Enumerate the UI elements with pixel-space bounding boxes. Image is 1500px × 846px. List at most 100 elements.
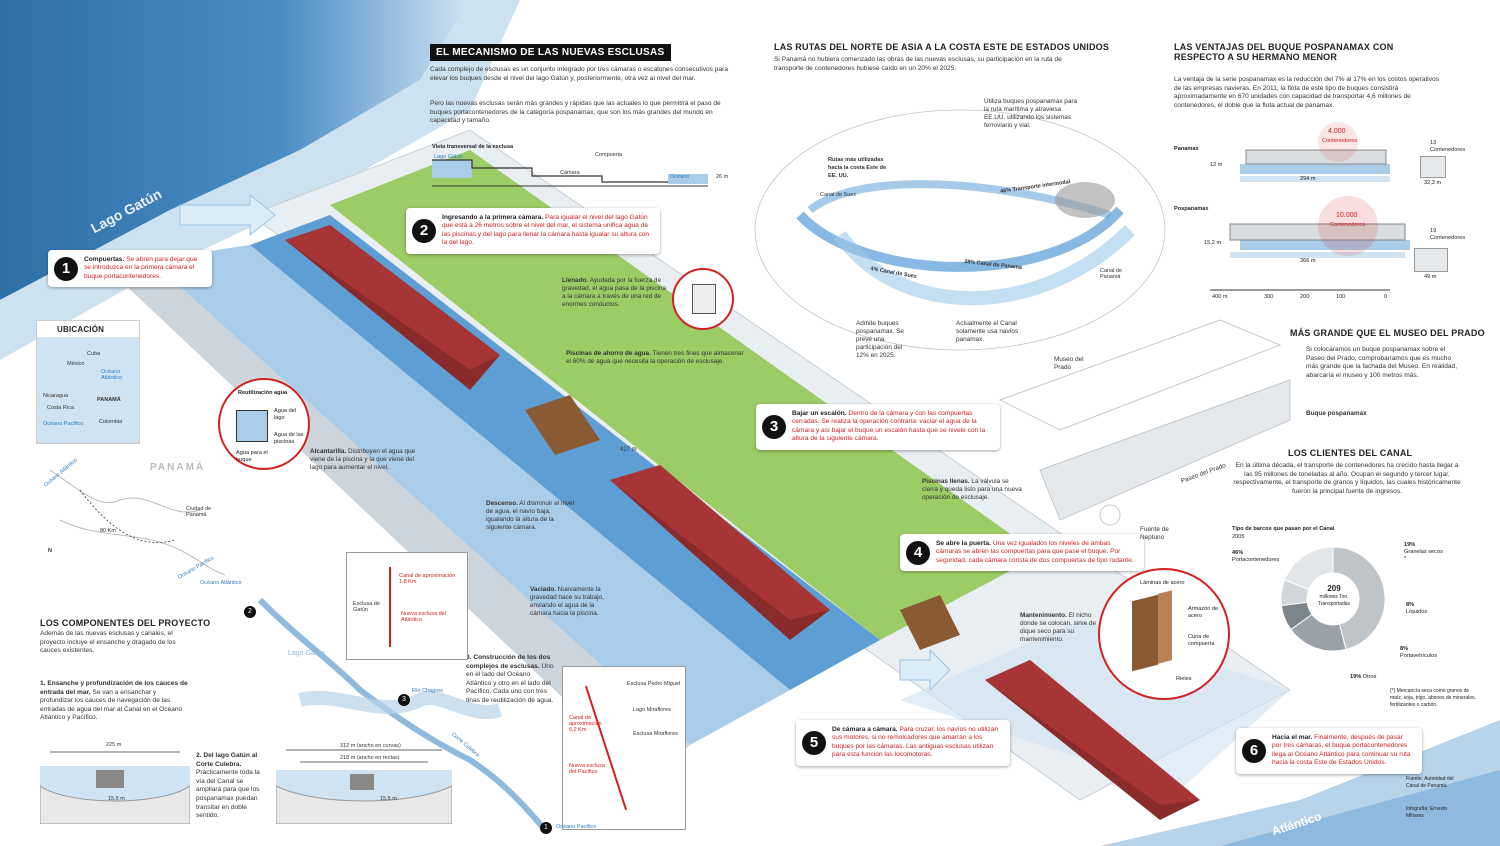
component-1: 1. Ensanche y profundización de los cauc…	[40, 680, 190, 723]
map-lago-label: Lago Gatún	[288, 650, 325, 657]
inset2-c: Esclusa Miraflores	[633, 731, 678, 737]
piscinas-llenas-text: La válvula se cierra y queda listo para …	[922, 478, 1022, 501]
component-2: 2. Del lago Gatún al Corte Culebra. Prác…	[196, 752, 270, 821]
recirc-c: Agua para el buque	[236, 450, 268, 463]
usa-shape	[1055, 182, 1115, 218]
cross-section-2	[276, 749, 452, 824]
axis-4: 0	[1384, 294, 1388, 300]
step-3-title: Bajar un escalón.	[792, 410, 847, 417]
pie-label-1: 19% Granelas secos *	[1404, 542, 1444, 563]
step-5-title: De cámara a cámara.	[832, 726, 898, 733]
loc-cuba: Cuba	[87, 351, 101, 357]
loc-costa-rica: Costa Rica	[47, 405, 74, 411]
cont1-label: Contenedores	[1322, 138, 1358, 144]
ship-comparison	[1210, 149, 1410, 291]
llenado-text: Ayudada por la fuerza de gravedad, el ag…	[562, 277, 667, 308]
alcantarilla-title: Alcantarilla.	[310, 448, 347, 455]
entry-arrow	[179, 193, 276, 237]
step-3-text: Dentro de la cámara y con las compuertas…	[792, 410, 986, 443]
draft1-label: 12 m	[1210, 162, 1223, 168]
c3-title: 3. Construcción de los dos complejos de …	[466, 654, 551, 670]
marker-3: 3	[398, 694, 410, 706]
inset1-c: Nueva esclusa del Atlántico	[401, 611, 446, 623]
cross-section-1	[40, 751, 190, 824]
pie-cat-1: Granelas secos *	[1404, 549, 1443, 562]
profile-scale: 26 m	[716, 174, 729, 180]
cont2-value: 10.000	[1336, 212, 1358, 219]
step-2-text: Para igualar el nivel del lago Gatún que…	[442, 214, 650, 247]
step-6-text: Finalmente, después de pasar por tres cá…	[1272, 734, 1411, 767]
piscinas-text: Tienen tres fines que almacenar el 60% d…	[566, 350, 744, 365]
vaciado-label: Vaciado. Nuevamente la gravedad hace su …	[530, 586, 610, 618]
step-1-text: Se abren para dejar que se introduzca en…	[84, 256, 198, 280]
gate-block-2	[900, 595, 960, 650]
pie-value-4: 19%	[1350, 674, 1362, 680]
d2-label: 15,5 m	[380, 796, 397, 802]
location-map: UBICACIÓN Cuba México Océano Atlántico N…	[36, 320, 140, 444]
pie-center-label: millones Ton. Transportadas	[1317, 594, 1351, 607]
step-1-number: 1	[54, 256, 78, 281]
ocean-deep	[1220, 770, 1500, 846]
note-panama: Actualmente el Canal solamente usa navío…	[956, 320, 1019, 343]
pie-value-3: 8%	[1400, 646, 1409, 652]
loc-pacifico: Océano Pacífico	[43, 421, 84, 427]
cont1-value: 4.000	[1328, 128, 1346, 135]
pie-cat-2: Líquidos	[1406, 609, 1428, 615]
c2-title: 2. Del lago Gatún al Corte Culebra.	[196, 752, 258, 768]
component-3: 3. Construcción de los dos complejos de …	[466, 654, 556, 706]
panama-map	[49, 469, 226, 576]
cont-small2: 19 Contenedores	[1430, 228, 1466, 241]
location-title: UBICACIÓN	[57, 325, 105, 334]
lock-profile	[432, 159, 708, 187]
map-pacific-label: Océano Pacífico	[556, 824, 597, 830]
len2-label: 366 m	[1300, 258, 1316, 264]
loc-panama: PANAMÁ	[97, 397, 121, 403]
piscinas-title: Piscinas de ahorro de agua.	[566, 350, 651, 357]
fountain	[1099, 504, 1121, 526]
rutas-title: Rutas más utilizadas hacia la costa Este…	[828, 157, 887, 179]
step-5-text: Para cruzar, los navíos no utilizan sus …	[832, 726, 999, 759]
draft2-label: 15,2 m	[1204, 240, 1222, 246]
gate-block-1	[525, 395, 600, 455]
c3-text: Uno en el lado del Océano Atlántico y ot…	[466, 662, 554, 704]
pospanamax-outline	[1039, 379, 1291, 521]
pie-label-0: 46% Portacontenedores	[1232, 550, 1282, 564]
pie-value-1: 19%	[1404, 542, 1416, 548]
panama-big-label: PANAMÁ	[150, 462, 206, 473]
components-intro: Además de las nuevas esclusas y canales,…	[40, 630, 176, 655]
pie-label-3: 8% Portavehículos	[1400, 646, 1450, 660]
step-5-callout: 5 De cámara a cámara. Para cruzar, los n…	[796, 720, 1010, 766]
step-6-callout: 6 Hacia el mar. Finalmente, después de p…	[1236, 728, 1422, 774]
buque-label: Buque pospanamax	[1306, 410, 1367, 417]
w2-label: 312 m (ancho en curvas)	[340, 743, 401, 749]
axis-3: 100	[1336, 294, 1346, 300]
step-4-text: Una vez igualados los niveles de ambas c…	[936, 540, 1134, 564]
inset1-b: Esclusa de Gatún	[353, 601, 380, 613]
advantages-title: LAS VENTAJAS DEL BUQUE POSPANAMAX CON RE…	[1174, 42, 1394, 62]
pie-note: (*) Mercancía seca como granos de maíz, …	[1390, 688, 1476, 708]
prado-text: Si colocáramos un buque pospanamax sobre…	[1306, 346, 1458, 379]
step-4-title: Se abre la puerta.	[936, 540, 991, 547]
step-1-callout: 1 Compuertas. Se abren para dejar que se…	[48, 250, 212, 288]
c1-title: 1. Ensanche y profundización de los cauc…	[40, 680, 188, 696]
piscinas-llenas-title: Piscinas llenas.	[922, 478, 970, 485]
marker-1: 1	[540, 822, 552, 834]
mantenimiento-label: Mantenimiento. El nicho donde se colocan…	[1020, 612, 1100, 644]
north-label: N	[48, 548, 52, 554]
distance-80-label: 80 Km	[100, 528, 116, 534]
inset-atlantic: Canal de aproximación 1,8 Km Esclusa de …	[346, 552, 468, 660]
pie-cat-0: Portacontenedores	[1232, 557, 1280, 563]
pie-slice-4	[1284, 546, 1334, 591]
green-lane	[330, 150, 1040, 640]
profile-oceano: Océano	[670, 174, 690, 180]
prado-title: MÁS GRANDE QUE EL MUSEO DEL PRADO	[1290, 328, 1485, 338]
canal-suez-label: Canal de Suez	[820, 192, 857, 198]
loc-atlantico: Océano Atlántico	[101, 369, 123, 381]
basin-water	[150, 245, 790, 745]
canal-panama-label: Canal de Panamá	[1100, 268, 1123, 280]
step-6-title: Hacia el mar.	[1272, 734, 1313, 741]
axis-1: 300	[1264, 294, 1274, 300]
descenso-label: Descenso. Al disminuir el nivel de agua,…	[486, 500, 576, 532]
loc-mexico: México	[67, 361, 85, 367]
loc-colombia: Colombia	[99, 419, 123, 425]
